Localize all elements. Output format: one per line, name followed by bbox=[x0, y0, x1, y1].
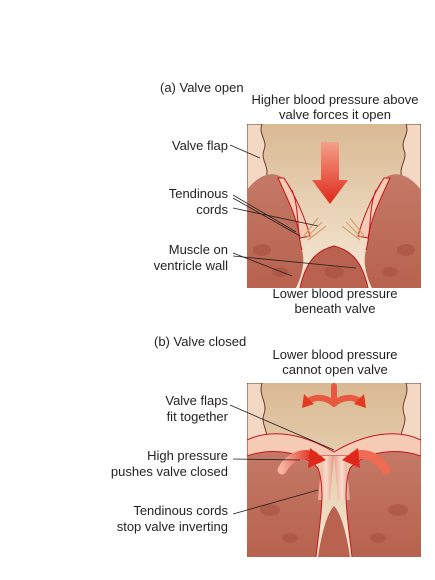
panel-b-illustration bbox=[247, 383, 421, 557]
closed-valve-flaps bbox=[247, 433, 421, 457]
downward-pressure-arrow bbox=[312, 142, 348, 204]
panel-a-title: (a) Valve open bbox=[160, 80, 244, 95]
muscle-label-line1: Muscle on bbox=[168, 242, 228, 257]
leader-lines-a bbox=[229, 144, 357, 277]
tendinous-label-line2: cords bbox=[196, 202, 228, 217]
tendinous-label-line1: Tendinous bbox=[168, 186, 228, 201]
central-muscle-b bbox=[318, 506, 350, 557]
right-muscle-b bbox=[346, 451, 421, 557]
valve-flap-label: Valve flap bbox=[171, 138, 228, 153]
flaps-label-line2: fit together bbox=[166, 409, 228, 424]
high-pressure-label-line2: pushes valve closed bbox=[110, 464, 228, 479]
panel-a-illustration bbox=[247, 124, 421, 288]
cords-b-label-line2: stop valve inverting bbox=[116, 519, 228, 534]
high-pressure-label-line1: High pressure bbox=[147, 448, 228, 463]
flaps-label-line1: Valve flaps bbox=[165, 393, 228, 408]
panel-a-bottom-caption-line2: beneath valve bbox=[294, 301, 376, 316]
panel-a-top-caption-line2: valve forces it open bbox=[278, 107, 391, 122]
leader-lines-b bbox=[229, 404, 335, 515]
panel-b-title: (b) Valve closed bbox=[154, 334, 247, 349]
panel-a-top-caption-line1: Higher blood pressure above bbox=[251, 92, 419, 107]
muscle-label-line2: ventricle wall bbox=[153, 258, 228, 273]
panel-a-bottom-caption-line1: Lower blood pressure bbox=[272, 286, 398, 301]
right-valve-flap bbox=[357, 177, 391, 239]
panel-b-top-caption-line1: Lower blood pressure bbox=[272, 347, 398, 362]
left-muscle-b bbox=[247, 451, 322, 557]
tendinous-cords-a bbox=[303, 217, 365, 241]
panel-b-top-caption-line2: cannot open valve bbox=[282, 362, 388, 377]
split-arrow-top bbox=[307, 383, 361, 407]
cords-b-label-line1: Tendinous cords bbox=[133, 503, 228, 518]
